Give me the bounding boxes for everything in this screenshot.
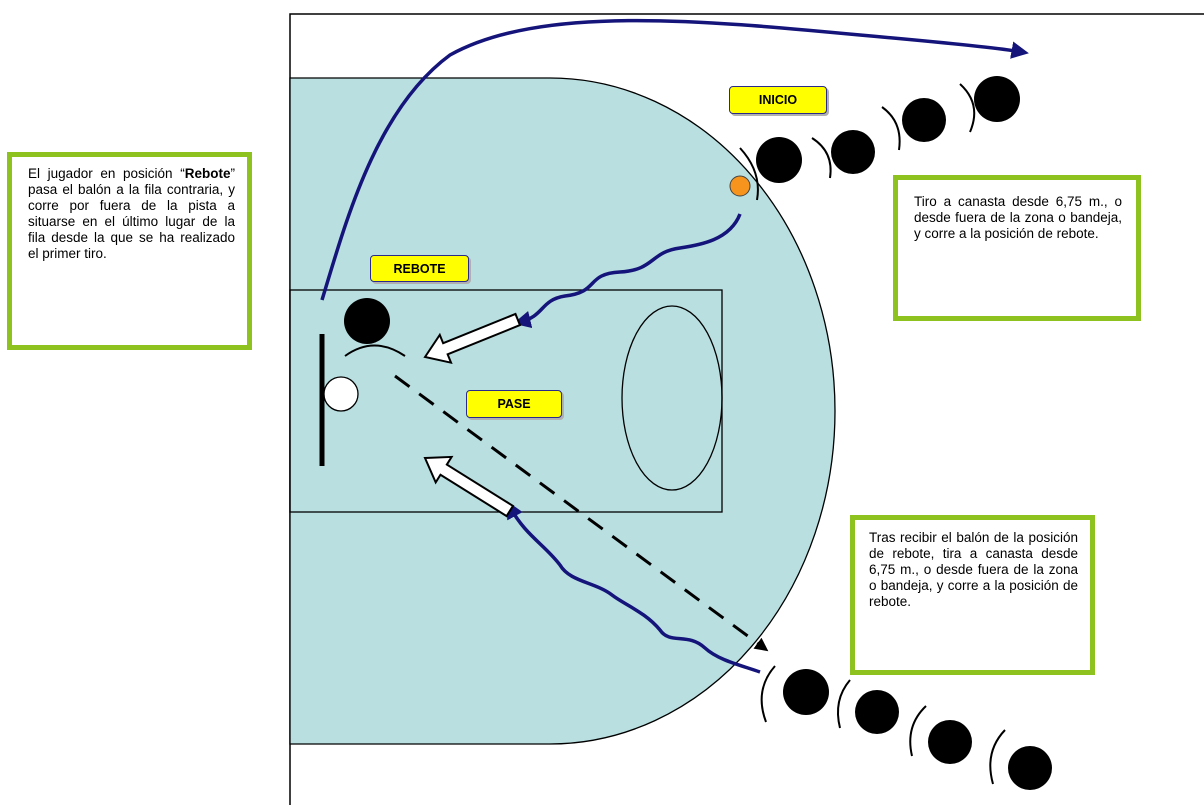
note-left-text-before: El jugador en posición “ xyxy=(28,166,185,181)
note-pase-explanation: Tras recibir el balón de la posición de … xyxy=(850,515,1095,675)
note-rebote-explanation: El jugador en posición “Rebote” pasa el … xyxy=(7,152,252,350)
player-bottom-2 xyxy=(855,690,899,734)
pass-line xyxy=(394,374,769,652)
players-line-bottom xyxy=(760,665,1052,790)
player-bottom-3 xyxy=(928,720,972,764)
players-line-top xyxy=(739,76,1020,201)
label-pase: PASE xyxy=(466,390,562,418)
player-top-3 xyxy=(902,98,946,142)
free-throw-circle xyxy=(621,305,723,491)
dribble-path-bottom xyxy=(506,500,761,674)
hoop xyxy=(323,376,359,412)
player-top-4 xyxy=(974,76,1020,122)
note-left-text-after: ” pasa el balón a la fila contraria, y c… xyxy=(28,166,235,261)
label-rebote: REBOTE xyxy=(370,255,469,282)
rebound-player-arm xyxy=(344,344,406,357)
ball xyxy=(729,175,751,197)
player-top-1 xyxy=(756,137,802,183)
run-path-outside-court xyxy=(320,18,1029,301)
label-inicio: INICIO xyxy=(729,86,827,114)
player-bottom-4 xyxy=(1008,746,1052,790)
note-inicio-explanation: Tiro a canasta desde 6,75 m., o desde fu… xyxy=(893,175,1141,321)
hollow-arrow-bottom xyxy=(423,455,515,518)
note-left-bold: Rebote xyxy=(184,166,231,181)
half-court-area xyxy=(289,77,836,745)
hollow-arrow-top xyxy=(423,312,522,365)
player-bottom-1 xyxy=(783,669,829,715)
dribble-path-top xyxy=(513,213,742,329)
player-top-2 xyxy=(831,130,875,174)
rebound-player xyxy=(344,298,390,344)
